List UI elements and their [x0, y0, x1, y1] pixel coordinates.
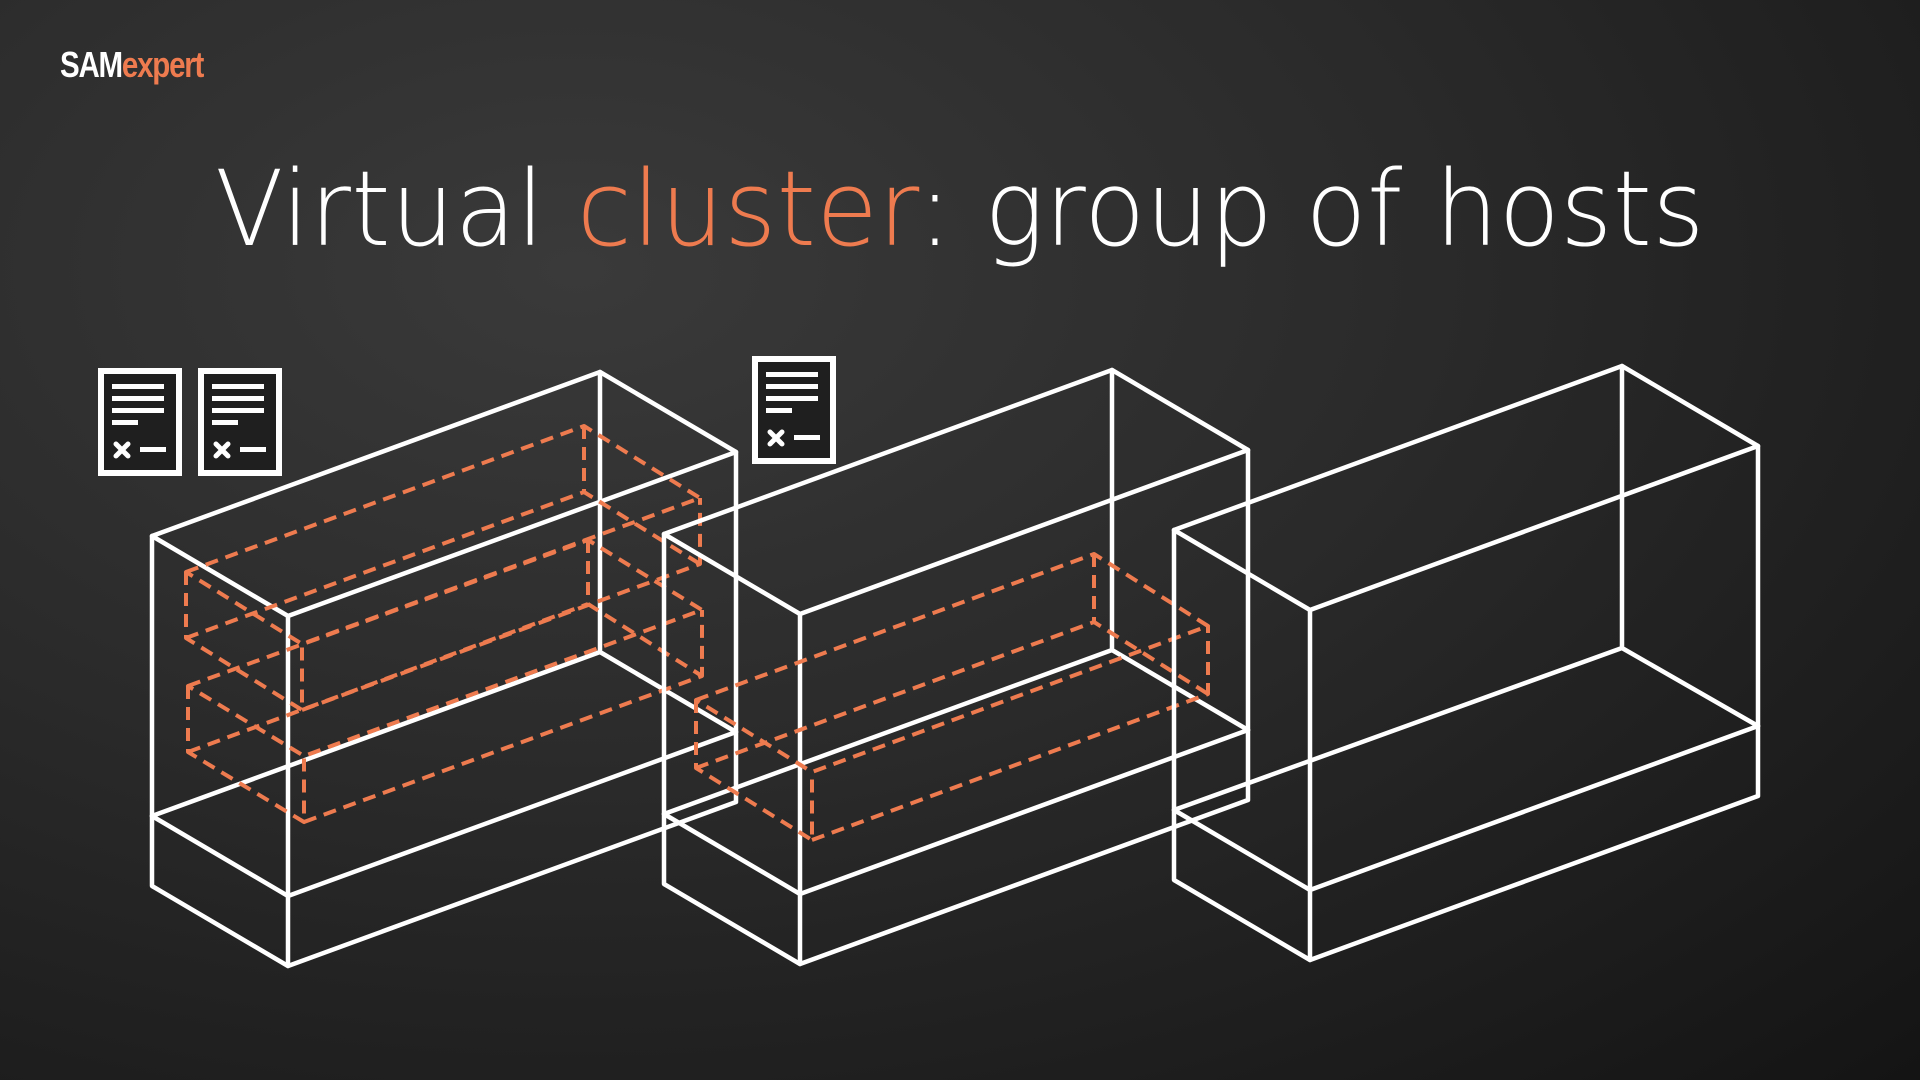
document-icon [98, 368, 182, 476]
samexpert-logo: SAMexpert [60, 44, 204, 86]
host-server-1 [149, 369, 739, 969]
vm-box-2a [694, 552, 1210, 842]
title-prefix: Virtual [215, 148, 577, 270]
title-suffix: : group of hosts [918, 148, 1705, 270]
title-accent: cluster [576, 148, 919, 270]
host-server-3 [1171, 363, 1761, 963]
document-icon [198, 368, 282, 476]
document-icon [752, 356, 836, 464]
logo-expert: expert [121, 44, 204, 85]
host-server-2 [661, 367, 1251, 967]
vm-box-1b [186, 538, 704, 824]
slide-title: Virtual cluster: group of hosts [38, 148, 1881, 270]
logo-sam: SAM [60, 44, 123, 85]
